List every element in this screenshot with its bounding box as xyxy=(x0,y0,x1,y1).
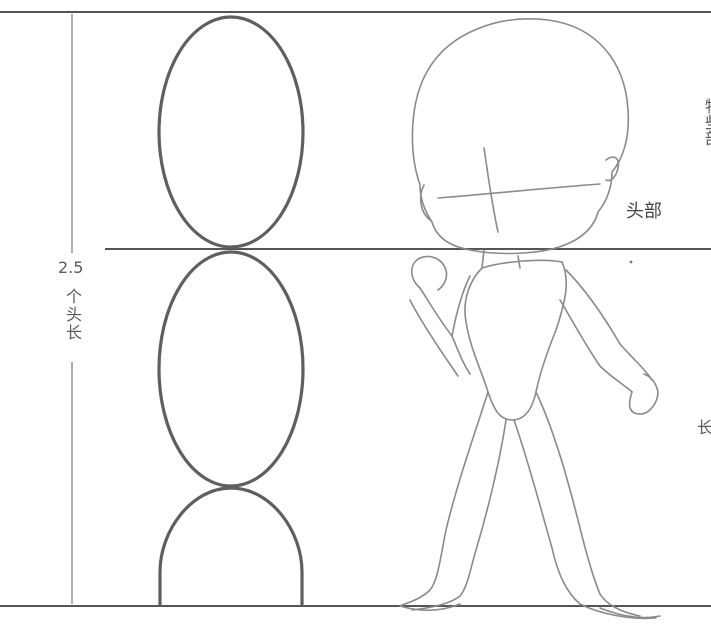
face-center-line xyxy=(483,147,499,233)
measure-value: 2.5 xyxy=(58,258,84,277)
neck-left xyxy=(481,249,485,269)
torso-outline xyxy=(464,261,568,421)
ear-right xyxy=(605,156,620,182)
edge-label-top: 物些部 xyxy=(702,98,711,146)
right-foot xyxy=(599,607,661,619)
head-oval-1 xyxy=(157,15,305,249)
right-leg-outer xyxy=(535,391,641,617)
stray-dot xyxy=(629,260,633,264)
head-oval-2 xyxy=(157,250,305,488)
shoulder-line xyxy=(481,259,563,269)
right-arm-inner xyxy=(559,299,633,393)
left-arm-outer xyxy=(409,299,459,377)
chibi-figure-sketch xyxy=(399,18,661,620)
right-hand xyxy=(628,373,659,415)
head-label: 头部 xyxy=(626,201,662,222)
left-fist xyxy=(410,255,448,291)
left-foot xyxy=(399,603,461,612)
left-leg-inner xyxy=(411,419,507,611)
left-leg-outer xyxy=(399,391,489,607)
eye-guide-line xyxy=(437,183,601,199)
left-arm xyxy=(419,275,471,337)
measure-unit: 个头长 xyxy=(63,288,82,342)
left-forearm-lower xyxy=(451,335,471,375)
right-arm-outer xyxy=(565,269,653,381)
head-outline xyxy=(411,18,630,255)
right-leg-inner xyxy=(513,419,657,620)
ear-left xyxy=(419,184,431,221)
edge-label-bottom: 长 xyxy=(697,418,711,437)
head-oval-3-partial xyxy=(158,486,304,606)
